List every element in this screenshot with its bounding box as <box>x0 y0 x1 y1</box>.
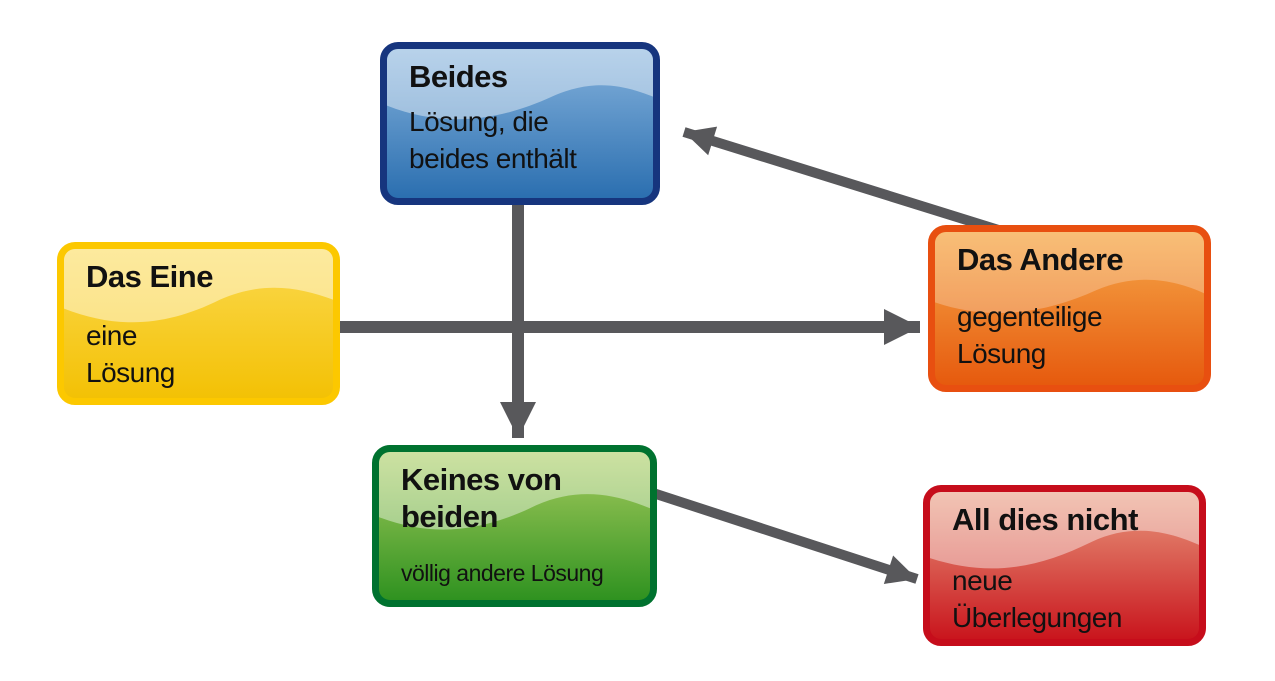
node-subtitle-line: Überlegungen <box>952 601 1122 633</box>
node-title: Das Eine <box>86 259 213 294</box>
node-keines-von-beiden: Keines von beiden völlig andere Lösung <box>372 445 657 607</box>
node-subtitle-line: Lösung <box>86 356 175 388</box>
node-title-line: Keines von <box>401 462 562 497</box>
node-das-andere: Das Andere gegenteilige Lösung <box>928 225 1211 392</box>
node-subtitle-line: neue <box>952 564 1013 596</box>
node-subtitle-line: gegenteilige <box>957 300 1103 332</box>
node-subtitle-line: Lösung, die <box>409 105 549 137</box>
node-das-eine: Das Eine eine Lösung <box>57 242 340 405</box>
node-title: All dies nicht <box>952 502 1138 537</box>
node-title: Das Andere <box>957 242 1124 277</box>
node-title: Beides <box>409 59 508 94</box>
node-all-dies-nicht: All dies nicht neue Überlegungen <box>923 485 1206 646</box>
node-subtitle-line: eine <box>86 319 137 351</box>
node-subtitle-line: Lösung <box>957 337 1046 369</box>
node-beides: Beides Lösung, die beides enthält <box>380 42 660 205</box>
node-title-line: beiden <box>401 498 498 534</box>
arrow-das-andere-to-beides <box>682 126 1007 237</box>
node-subtitle-line: völlig andere Lösung <box>401 560 604 587</box>
arrow-keines-von-beiden-to-all-dies-nicht <box>648 487 919 584</box>
node-subtitle-line: beides enthält <box>409 142 577 174</box>
node-title: Keines von beiden <box>401 462 630 535</box>
